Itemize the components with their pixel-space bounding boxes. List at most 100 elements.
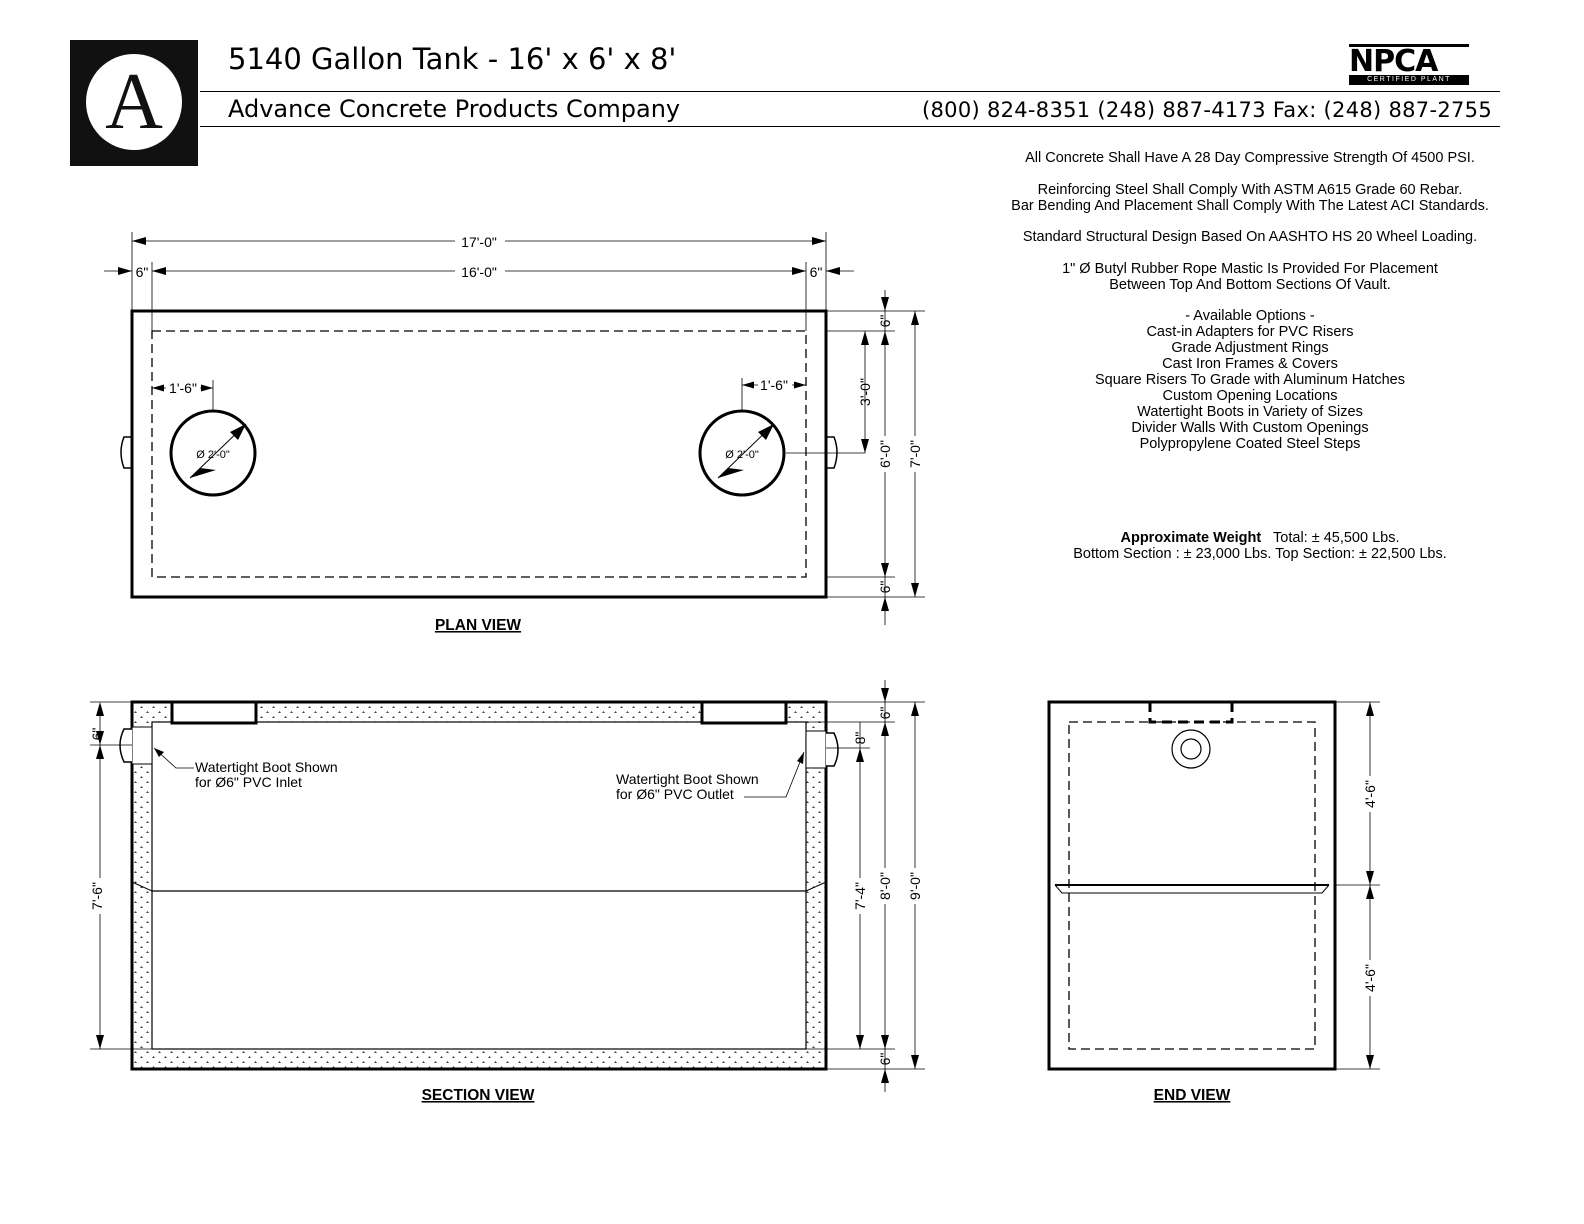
opening-diameter-right: Ø 2'-0" [725,449,759,461]
dimension-arrows [118,237,840,392]
opening-center: 3'-0" [857,378,873,406]
header-rule-bottom [200,126,1500,127]
options-title: - Available Options - [1185,308,1315,324]
dimension-arrows [96,702,104,1049]
opening-left [169,409,257,497]
note-steel-line1: Reinforcing Steel Shall Comply With ASTM… [1037,181,1463,198]
note-mastic: 1" Ø Butyl Rubber Rope Mastic Is Provide… [980,261,1520,293]
wall-top-plan: 6" [877,315,893,328]
inlet-drop: 6" [89,728,105,741]
company-logo: A [70,40,198,166]
wall-thickness-left: 6" [136,264,149,280]
label-bg [1362,960,1378,996]
phone-numbers: (800) 824-8351 (248) 887-4173 Fax: (248)… [922,98,1492,122]
leader-arrow [797,752,804,764]
outlet-boot [805,730,827,769]
outlet-note-line1: Watertight Boot Shown [616,771,759,787]
label-bg [852,878,868,914]
dia-arrow [230,424,246,440]
inside-height: 8'-0" [877,872,893,900]
option-item: Grade Adjustment Rings [1171,340,1329,356]
opening-offset-left: 1'-6" [169,380,197,396]
weight-line1: Approximate Weight Total: ± 45,500 Lbs. [1000,530,1520,546]
company-name: Advance Concrete Products Company [228,95,681,123]
note-mastic-line1: 1" Ø Butyl Rubber Rope Mastic Is Provide… [1062,260,1438,277]
section-view-label: SECTION VIEW [422,1087,535,1104]
inlet-note-line2: for Ø6" PVC Inlet [195,774,302,790]
option-item: Cast Iron Frames & Covers [1162,356,1338,372]
option-item: Polypropylene Coated Steel Steps [1139,436,1361,452]
end-joint-lip [1054,884,1330,894]
dimension-arrows [856,688,919,1083]
header-rule-top [200,91,1500,92]
option-item: Divider Walls With Custom Openings [1131,420,1369,436]
bottom-slab: 6" [877,1053,893,1066]
note-mastic-line2: Between Top And Bottom Sections Of Vault… [1109,276,1391,293]
option-item: Square Risers To Grade with Aluminum Hat… [1094,372,1405,388]
plan-view-label: PLAN VIEW [435,617,521,634]
section-outer-wall [130,700,828,1071]
npca-subtitle: CERTIFIED PLANT [1349,75,1469,85]
overall-length: 17'-0" [461,234,497,250]
dia-arrow [718,468,744,478]
label-bg [88,878,106,914]
overall-height: 9'-0" [907,872,923,900]
option-item: Custom Opening Locations [1162,388,1338,404]
plan-outer-wall [130,309,828,599]
inlet-invert: 7'-6" [89,882,105,910]
outlet-pipe [826,732,839,767]
outlet-stub-plan [826,436,838,469]
outlet-drop: 8" [852,732,868,745]
npca-word: NPCA [1349,44,1469,77]
page-title: 5140 Gallon Tank - 16' x 6' x 8' [228,42,677,76]
outlet-invert: 7'-4" [852,882,868,910]
dimension-arrows [861,297,919,611]
logo-circle: A [86,54,182,150]
label-bg [455,232,505,250]
end-riser-opening [1148,702,1234,724]
outlet-leader [744,751,805,798]
dia-arrow [758,424,774,440]
end-pipe-inner [1180,738,1202,760]
opening-right [698,409,786,497]
plan-view [104,232,925,625]
label-bg [166,380,200,396]
inner-length: 16'-0" [461,264,497,280]
overall-width: 7'-0" [907,440,923,468]
inlet-note-line1: Watertight Boot Shown [195,759,338,775]
end-view [1047,700,1380,1071]
section-inner-wall [151,721,807,1050]
plan-right-dimensions [786,290,925,625]
plan-top-dimensions [104,232,854,410]
plan-inner-wall [151,330,807,578]
label-bg [907,436,923,472]
note-design: Standard Structural Design Based On AASH… [1022,229,1478,245]
joint-lip-right [805,881,827,892]
end-view-label: END VIEW [1154,1087,1231,1104]
inlet-stub-plan [120,436,132,469]
inlet-leader [153,747,194,769]
options-list: - Available Options - Cast-in Adapters f… [980,308,1520,452]
riser-opening-left [170,700,258,725]
section-labels: Watertight Boot Shown for Ø6" PVC Inlet … [88,707,923,1104]
inlet-pipe [119,728,132,763]
wall-bottom-plan: 6" [877,581,893,594]
label-bg [455,262,505,280]
option-item: Cast-in Adapters for PVC Risers [1146,324,1354,340]
label-bg [1362,776,1378,812]
inner-width: 6'-0" [877,440,893,468]
opening-diameter-left: Ø 2'-0" [196,449,230,461]
riser-opening-right [700,700,788,725]
label-bg [907,868,923,904]
specification-notes: All Concrete Shall Have A 28 Day Compres… [980,150,1520,452]
dia-arrow [190,468,216,478]
wall-thickness-right: 6" [810,264,823,280]
joint-lip-left [131,881,153,892]
top-slab: 6" [877,707,893,720]
top-section-height: 4'-6" [1362,780,1378,808]
inlet-boot [131,726,153,765]
note-steel-line2: Bar Bending And Placement Shall Comply W… [1011,197,1489,214]
weight-label: Approximate Weight [1120,530,1262,546]
section-view [90,680,925,1092]
